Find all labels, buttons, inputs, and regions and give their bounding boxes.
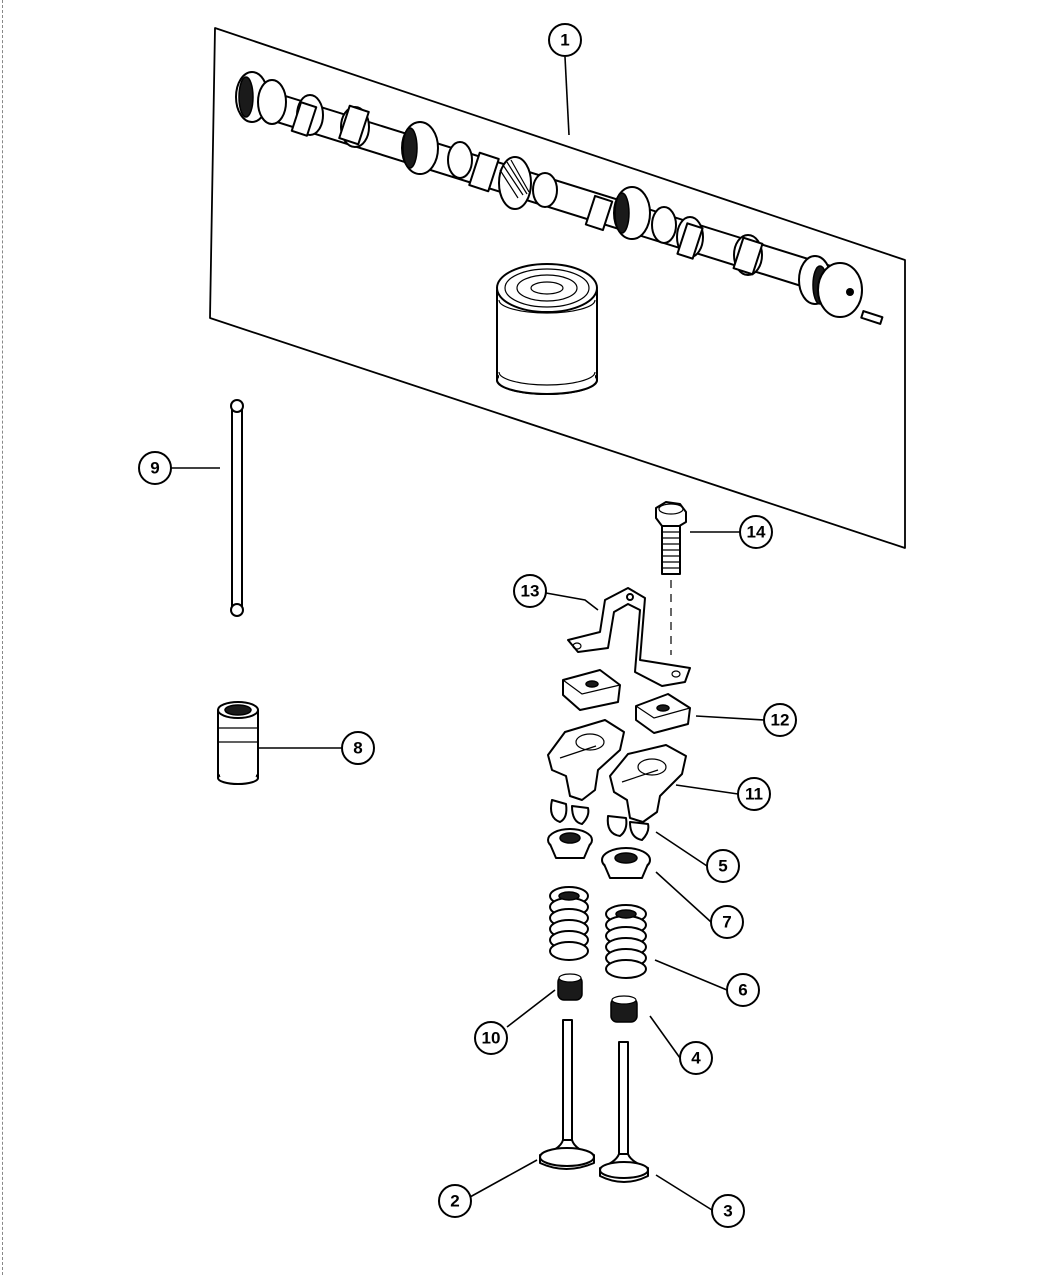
rocker-pivot-left [562,669,621,711]
svg-text:14: 14 [747,523,766,542]
valve-keepers-left [550,799,590,825]
bolt [655,501,687,655]
svg-text:2: 2 [450,1192,459,1211]
rocker-arm-left [547,719,625,801]
callout-1: 1 [548,23,582,57]
valve-stem-seal-right [610,995,638,1023]
callout-13: 13 [513,574,547,608]
page-edge-dashes [2,0,3,1275]
push-rod [230,399,244,617]
svg-text:5: 5 [718,857,727,876]
svg-text:13: 13 [521,582,540,601]
callout-5: 5 [706,849,740,883]
callout-7: 7 [710,905,744,939]
camshaft-lube-can [496,263,598,395]
callout-11: 11 [737,777,771,811]
hydraulic-lifter [217,701,259,785]
callout-4: 4 [679,1041,713,1075]
svg-text:8: 8 [353,739,362,758]
callout-12: 12 [763,703,797,737]
svg-text:3: 3 [723,1202,732,1221]
intake-valve [539,1019,595,1170]
callout-9: 9 [138,451,172,485]
callout-3: 3 [711,1194,745,1228]
drive-gear [498,156,532,210]
callout-8: 8 [341,731,375,765]
rocker-arm-right [609,744,687,823]
callout-10: 10 [474,1021,508,1055]
svg-text:11: 11 [745,785,763,804]
valve-spring-left [549,886,589,961]
callout-14: 14 [739,515,773,549]
spring-retainer-right [601,847,651,879]
svg-text:7: 7 [722,913,731,932]
svg-text:1: 1 [560,31,569,50]
svg-text:9: 9 [150,459,159,478]
valve-stem-seal-left [557,973,583,1001]
exhaust-valve [599,1041,649,1183]
leader-lines [171,56,765,1211]
rocker-pivot-right [635,693,691,734]
valve-keepers-right [606,815,650,841]
svg-text:12: 12 [771,711,790,730]
rocker-bridge [567,587,691,687]
callout-6: 6 [726,973,760,1007]
valve-spring-right [605,904,647,979]
callout-2: 2 [438,1184,472,1218]
svg-text:6: 6 [738,981,747,1000]
camshaft [235,71,884,325]
svg-text:4: 4 [691,1049,701,1068]
svg-text:10: 10 [482,1029,501,1048]
spring-retainer-left [547,828,593,859]
